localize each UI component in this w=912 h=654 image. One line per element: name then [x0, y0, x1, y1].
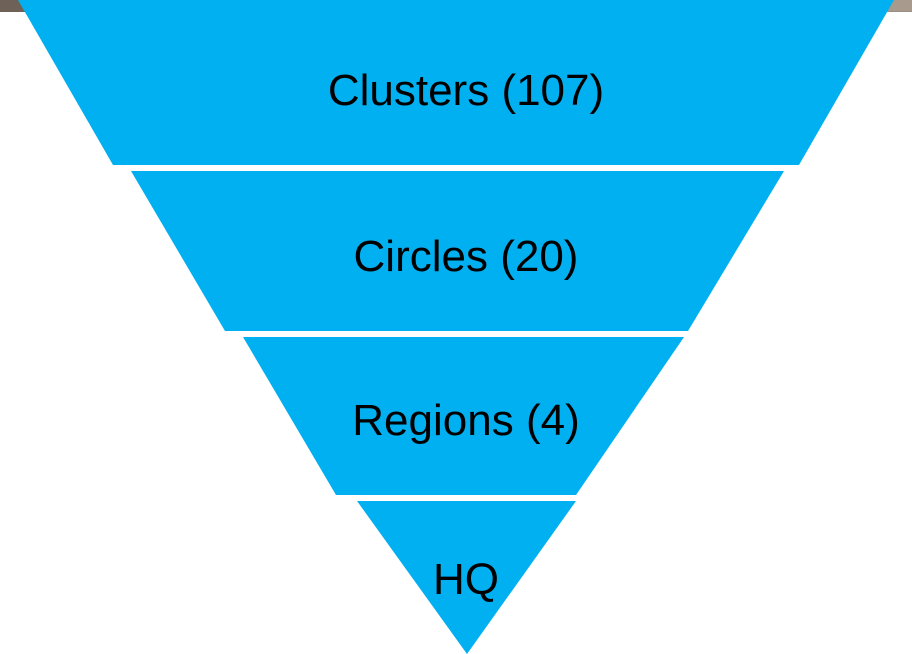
pyramid-tier-1 [18, 0, 894, 165]
pyramid-tier-2 [131, 171, 784, 331]
tier-4-label: HQ [433, 555, 499, 604]
pyramid-tier-3 [243, 337, 684, 495]
tier-3-label: Regions (4) [352, 396, 579, 445]
tier-1-label: Clusters (107) [328, 66, 604, 115]
pyramid-tier-4 [357, 501, 576, 654]
tier-2-label: Circles (20) [354, 232, 579, 281]
